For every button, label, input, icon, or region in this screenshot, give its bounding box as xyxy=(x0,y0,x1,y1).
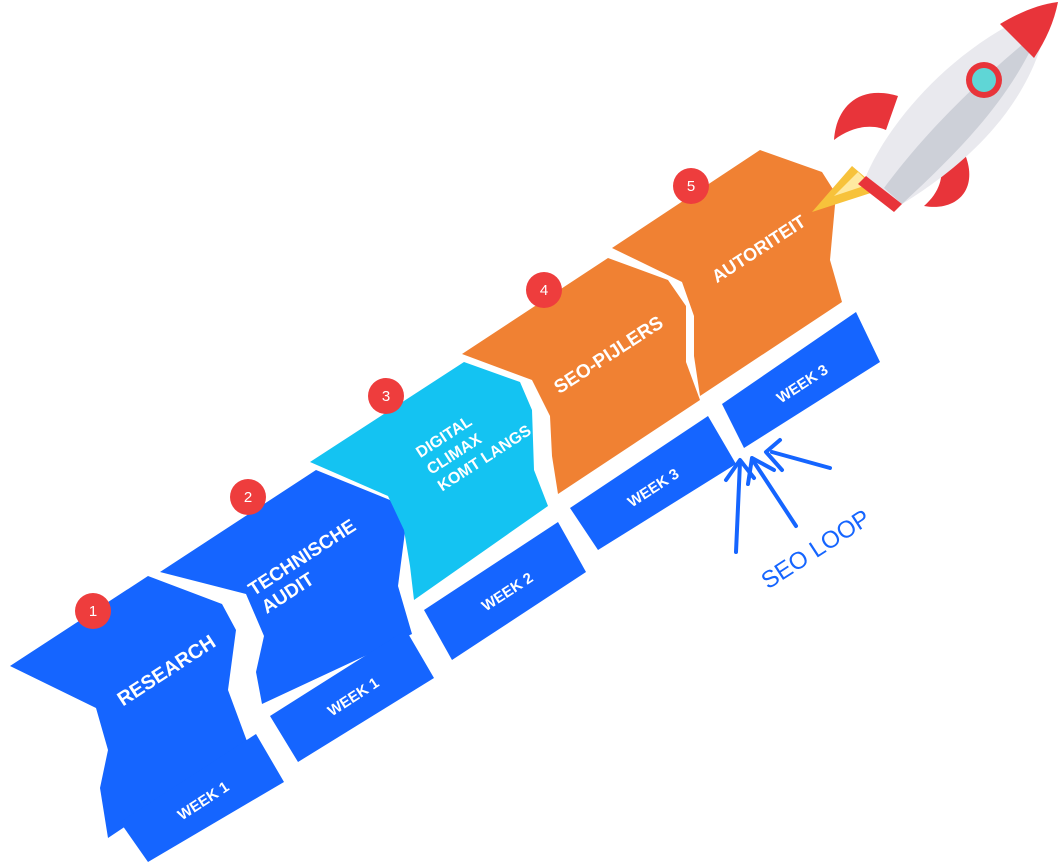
step-2-number: 2 xyxy=(244,489,252,506)
step-2-badge xyxy=(230,479,266,515)
step-5-chevron xyxy=(612,150,842,396)
rocket-nose xyxy=(1000,2,1058,58)
step-1-chevron xyxy=(10,576,248,838)
step-3: 3 DIGITAL CLIMAX KOMT LANGS xyxy=(310,362,548,600)
step-1-badge xyxy=(75,593,111,629)
week-2-bar xyxy=(270,630,434,762)
week-1-bar xyxy=(120,734,284,862)
step-1: 1 RESEARCH xyxy=(10,576,248,838)
week-strip-2: WEEK 1 xyxy=(270,630,434,762)
step-2: 2 TECHNISCHE AUDIT xyxy=(160,470,412,704)
step-3-chevron xyxy=(310,362,548,600)
step-4-chevron xyxy=(462,258,700,494)
step-2-chevron xyxy=(160,470,412,704)
week-3-bar xyxy=(424,522,586,660)
step-1-number: 1 xyxy=(89,603,97,620)
week-strip-3: WEEK 2 xyxy=(424,522,586,660)
step-3-badge xyxy=(368,378,404,414)
step-3-number: 3 xyxy=(382,388,390,405)
week-strip-1: WEEK 1 xyxy=(120,734,284,862)
week-strip-4: WEEK 3 xyxy=(570,416,736,550)
week-4-bar xyxy=(570,416,736,550)
rocket-fin-right xyxy=(924,152,970,207)
step-4-number: 4 xyxy=(540,282,548,299)
rocket-icon xyxy=(812,2,1058,212)
step-4: 4 SEO-PIJLERS xyxy=(462,258,700,494)
seo-loop-label: SEO LOOP xyxy=(757,505,876,595)
step-5: 5 AUTORITEIT xyxy=(612,150,842,396)
step-5-number: 5 xyxy=(687,178,695,195)
seo-loop-arrows-icon xyxy=(724,438,832,554)
week-5-bar xyxy=(722,312,880,448)
step-4-badge xyxy=(526,272,562,308)
step-5-badge xyxy=(673,168,709,204)
rocket-fin-left xyxy=(834,92,898,140)
